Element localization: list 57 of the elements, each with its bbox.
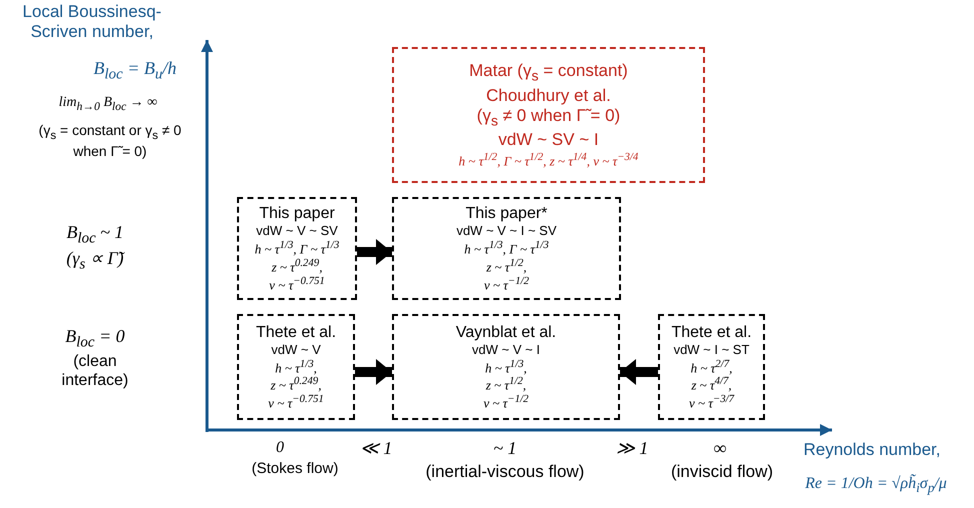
scaling-law: h ~ τ$^{1/2}$, Γ ~ τ$^{1/2}$, z ~ τ$^{1/4}$, v ~ τ$^{−3/4}$ xyxy=(458,150,638,169)
tick-label: ≪ 1 xyxy=(358,438,394,460)
scaling-law: z ~ τ$^{0.249}$, xyxy=(272,256,322,275)
force-balance-text: vdW ~ V ~ SV xyxy=(256,223,338,239)
block-arrow xyxy=(620,359,658,385)
regime-formula: B$_{loc}$ = 0 xyxy=(64,326,126,352)
axis-formula: Re = 1/Oh = √ρh̃$_{i}$σ$_{p}$/μ xyxy=(804,474,948,496)
regime-formula: B$_{loc}$ ~ 1 xyxy=(65,222,125,248)
condition-text: (clean interface) xyxy=(60,352,130,390)
block-arrow xyxy=(357,239,392,265)
scaling-law: v ~ τ$^{−1/2}$ xyxy=(484,274,530,293)
scaling-law: z ~ τ$^{1/2}$, xyxy=(486,256,527,275)
scaling-law: v ~ τ$^{−0.751}$ xyxy=(268,393,324,412)
regime-label: (inviscid flow) xyxy=(670,462,774,482)
study-label: Thete et al. xyxy=(671,322,752,342)
study-label: Thete et al. xyxy=(256,322,336,342)
scaling-law: z ~ τ$^{4/7}$, xyxy=(691,375,732,394)
study-label: Matar (γ$_{s}$ = constant) xyxy=(469,61,628,86)
force-balance-text: vdW ~ V ~ I xyxy=(472,342,540,358)
scaling-law: h ~ τ$^{1/3}$, xyxy=(275,358,317,376)
study-label: This paper* xyxy=(466,204,548,224)
scaling-law: h ~ τ$^{1/3}$, Γ ~ τ$^{1/3}$ xyxy=(464,239,549,257)
regime-box xyxy=(237,314,355,420)
axis-title: Local Boussinesq-Scriven number, xyxy=(22,2,162,43)
study-label: Choudhury et al. xyxy=(486,86,611,106)
regime-label: (inertial-viscous flow) xyxy=(424,462,586,482)
scaling-law: h ~ τ$^{2/7}$, xyxy=(690,358,732,376)
tick-label: ∞ xyxy=(712,438,728,460)
scaling-law: z ~ τ$^{1/2}$, xyxy=(486,375,526,394)
regime-box xyxy=(392,314,620,420)
limit-formula: lim$_{h→0}$ B$_{loc}$ → ∞ xyxy=(58,95,158,114)
block-arrow xyxy=(355,359,392,385)
scaling-law: h ~ τ$^{1/3}$, xyxy=(485,358,527,376)
scaling-law: h ~ τ$^{1/3}$, Γ ~ τ$^{1/3}$ xyxy=(254,239,340,257)
regime-box xyxy=(392,197,621,300)
scaling-law: z ~ τ$^{0.249}$, xyxy=(270,375,322,394)
regime-label: (Stokes flow) xyxy=(250,460,340,478)
scaling-law: v ~ τ$^{−1/2}$ xyxy=(483,393,529,412)
axis-title: Reynolds number, xyxy=(802,440,942,460)
force-balance-text: vdW ~ V xyxy=(271,342,321,358)
tick-label: 0 xyxy=(275,438,285,458)
regime-box xyxy=(392,47,705,183)
study-label: Vaynblat et al. xyxy=(456,322,556,342)
condition-text: (γ$_{s}$ = constant or γ$_{s}$ ≠ 0 when Γ̃ = 0) xyxy=(38,122,182,160)
condition-text: (γ$_{s}$ ≠ 0 when Γ̃ = 0) xyxy=(476,106,620,130)
force-balance-text: vdW ~ V ~ I ~ SV xyxy=(456,223,557,239)
tick-label: ≫ 1 xyxy=(614,438,650,460)
condition-text: (γ$_{s}$ ∝ Γ̃) xyxy=(65,248,126,274)
scaling-law: v ~ τ$^{−3/7}$ xyxy=(688,393,734,412)
force-balance-text: vdW ~ SV ~ I xyxy=(498,130,599,151)
force-balance-text: vdW ~ I ~ ST xyxy=(674,342,750,358)
axis-formula: B$_{loc}$ = B$_{u}$/h xyxy=(92,58,178,84)
scaling-law: v ~ τ$^{−0.751}$ xyxy=(269,274,325,293)
study-label: This paper xyxy=(259,204,335,224)
regime-box xyxy=(237,197,357,300)
regime-box xyxy=(658,314,765,420)
tick-label: ~ 1 xyxy=(492,438,518,460)
